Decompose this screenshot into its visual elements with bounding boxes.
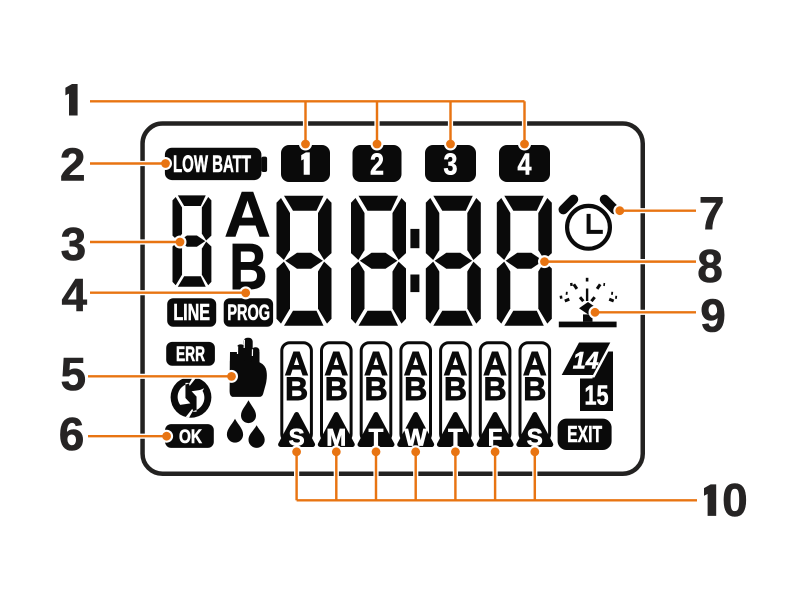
svg-text:B: B xyxy=(404,371,427,407)
svg-text:M: M xyxy=(326,425,346,452)
svg-text:A: A xyxy=(483,345,507,382)
svg-text:EXIT: EXIT xyxy=(567,421,602,447)
svg-text:S: S xyxy=(527,425,543,452)
svg-text:B: B xyxy=(523,371,546,407)
svg-text:T: T xyxy=(448,425,463,452)
svg-text:A: A xyxy=(324,345,348,382)
svg-text:A: A xyxy=(523,345,547,382)
svg-text:LINE: LINE xyxy=(173,299,210,325)
svg-text:LOW BATT: LOW BATT xyxy=(173,151,251,178)
svg-text:8: 8 xyxy=(697,240,723,292)
svg-text:OK: OK xyxy=(179,426,202,448)
svg-text:A: A xyxy=(285,345,309,382)
svg-text:A: A xyxy=(224,179,270,251)
svg-text:6: 6 xyxy=(59,408,85,460)
svg-text:A: A xyxy=(404,345,428,382)
svg-text:2: 2 xyxy=(60,139,86,191)
svg-text:7: 7 xyxy=(699,187,725,239)
svg-text:S: S xyxy=(289,425,305,452)
svg-text:14: 14 xyxy=(573,348,599,375)
svg-text:B: B xyxy=(484,371,507,407)
svg-text:3: 3 xyxy=(61,218,87,270)
svg-text:B: B xyxy=(325,371,348,407)
svg-text:4: 4 xyxy=(62,269,88,321)
svg-text:4: 4 xyxy=(518,147,533,182)
svg-text:2: 2 xyxy=(370,147,384,182)
svg-text:B: B xyxy=(444,371,467,407)
svg-text:B: B xyxy=(285,371,308,407)
svg-text:W: W xyxy=(404,425,427,452)
svg-text:ERR: ERR xyxy=(176,343,205,366)
svg-text:A: A xyxy=(443,345,467,382)
svg-text:9: 9 xyxy=(700,290,726,342)
svg-text:B: B xyxy=(364,371,387,407)
svg-text:T: T xyxy=(369,425,384,452)
svg-text:A: A xyxy=(364,345,388,382)
svg-text:3: 3 xyxy=(444,147,458,182)
svg-text:15: 15 xyxy=(585,380,609,411)
svg-text:F: F xyxy=(488,425,503,452)
svg-text:0: 0 xyxy=(722,474,748,526)
svg-text:5: 5 xyxy=(61,348,87,400)
svg-text:PROG: PROG xyxy=(227,300,270,325)
